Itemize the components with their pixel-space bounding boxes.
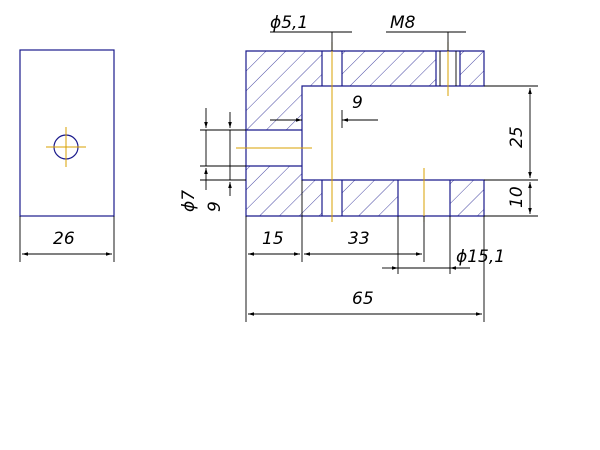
label-m8: M8: [390, 13, 416, 33]
label-d15-1: ϕ15,1: [456, 247, 505, 267]
side-view-width-label: 26: [53, 229, 75, 249]
label-bottom-thickness: 10: [507, 186, 527, 208]
section-hatch-top: [246, 51, 484, 130]
label-left-9: 9: [205, 201, 225, 212]
label-slot-depth: 9: [352, 93, 363, 113]
label-15: 15: [262, 229, 284, 249]
section-view: ϕ5,1 M8 9 25 10 ϕ7 9: [179, 13, 538, 322]
label-slot-height: 25: [507, 126, 527, 148]
label-d7: ϕ7: [179, 190, 199, 212]
side-view-outline: [19, 49, 115, 217]
label-33: 33: [348, 229, 370, 249]
label-65: 65: [352, 289, 374, 309]
label-d5-1: ϕ5,1: [270, 13, 308, 33]
side-view: 26: [19, 49, 115, 262]
